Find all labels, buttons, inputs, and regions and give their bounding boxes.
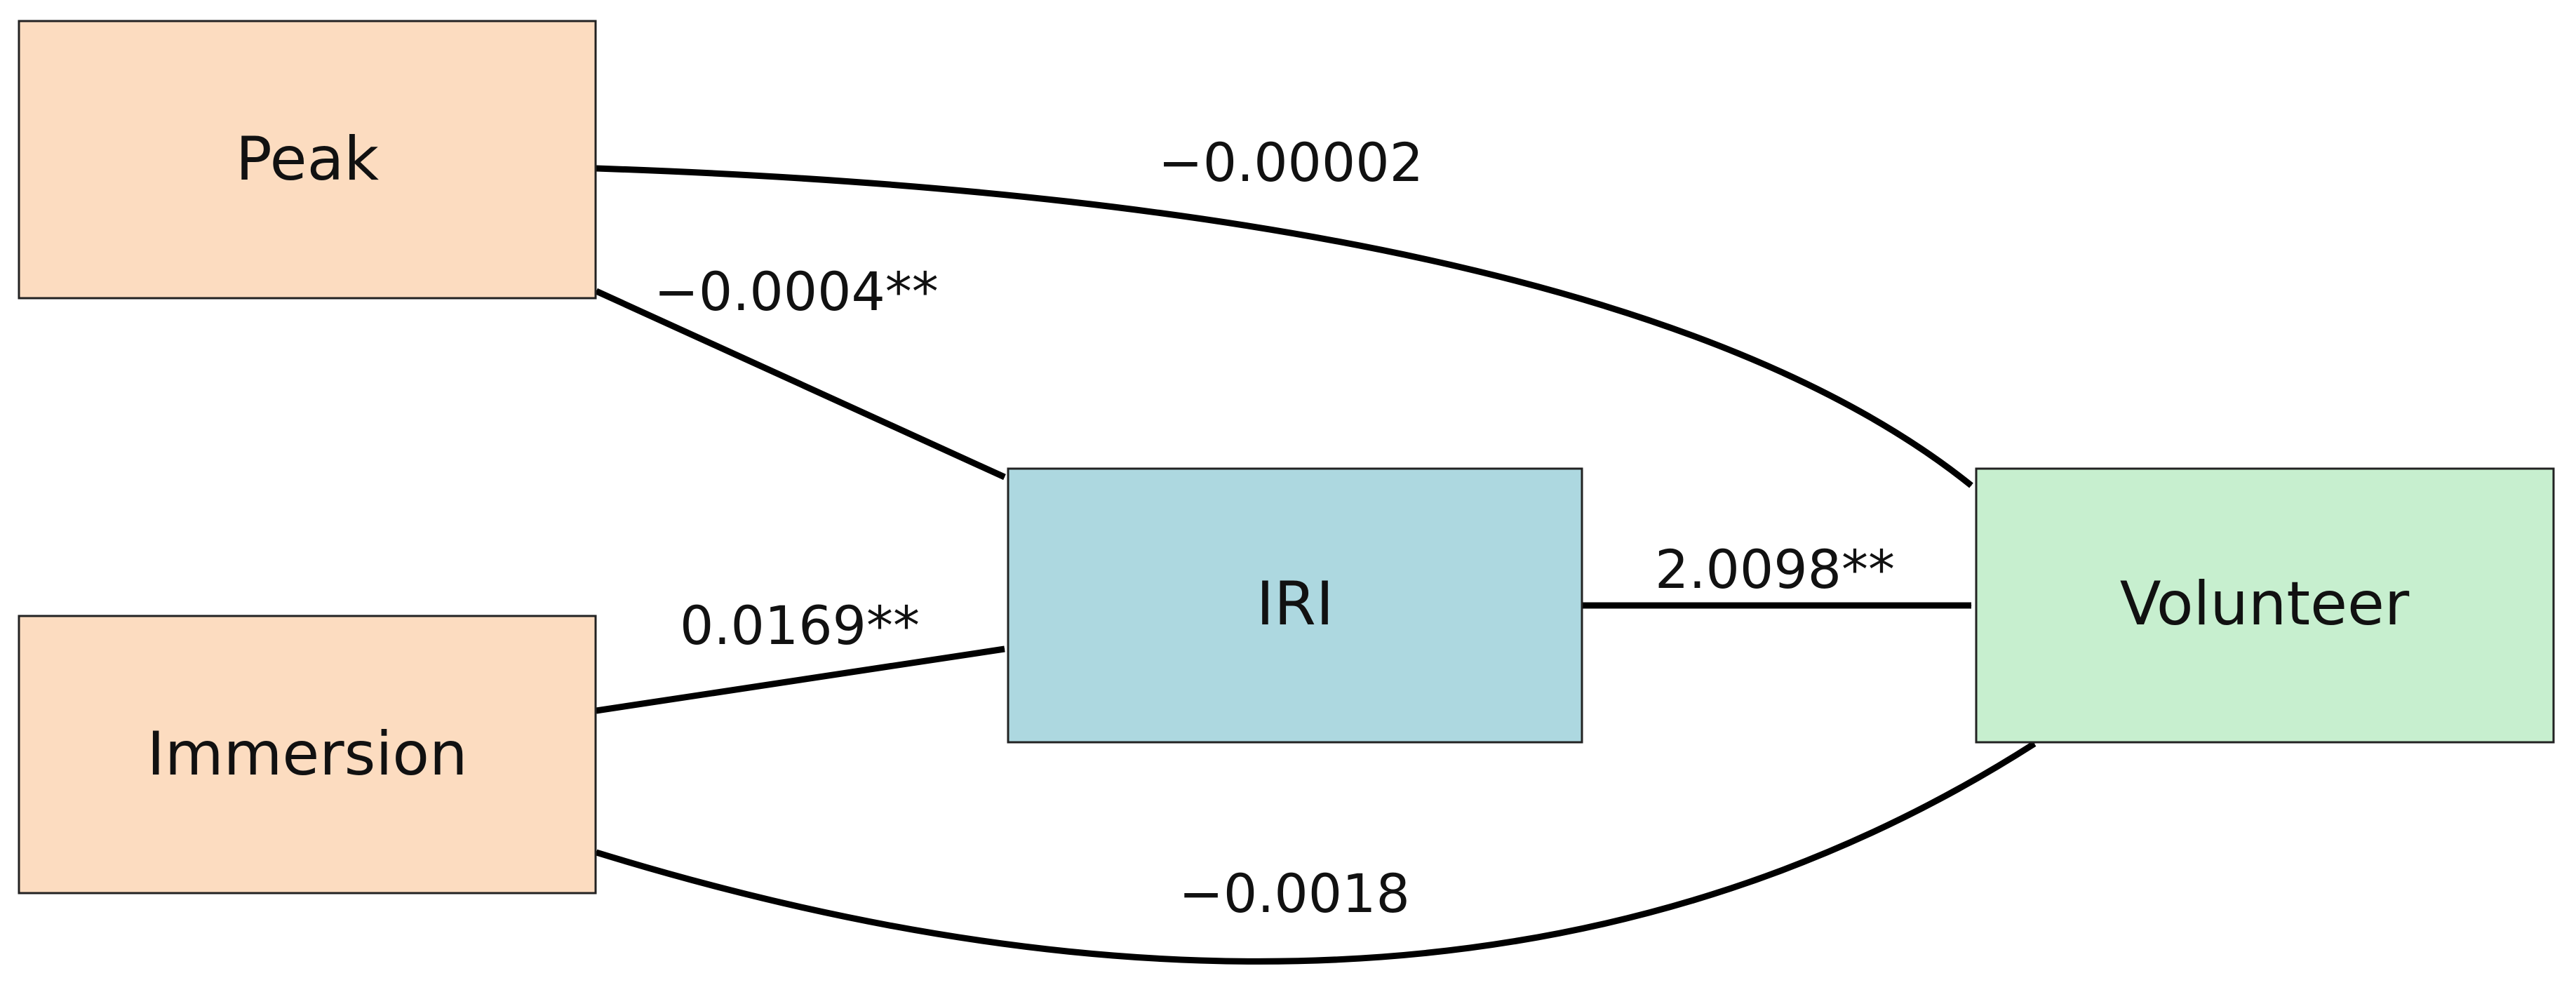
node-iri: IRI — [1007, 467, 1583, 744]
node-peak: Peak — [18, 20, 597, 300]
node-immersion-box — [18, 615, 597, 894]
edge-immersion-to-volunteer — [595, 741, 2037, 965]
edge-peak-to-iri — [595, 288, 1006, 481]
node-peak-label: Peak — [236, 124, 379, 194]
edge-immersion-to-iri — [596, 645, 1005, 714]
edge-label-iri-to-volunteer: 2.0098** — [1655, 538, 1895, 601]
edge-label-peak-to-iri: −0.0004** — [654, 260, 939, 323]
node-iri-box — [1007, 467, 1583, 744]
node-volunteer: Volunteer — [1975, 467, 2555, 744]
edge-label-immersion-to-iri: 0.0169** — [680, 594, 920, 657]
edge-peak-to-volunteer — [596, 165, 1973, 488]
edge-label-peak-to-volunteer: −0.00002 — [1158, 131, 1423, 194]
node-immersion: Immersion — [18, 615, 597, 894]
edge-labels: −0.00002 −0.0004** 0.0169** 2.0098** −0.… — [654, 131, 1895, 925]
node-immersion-label: Immersion — [147, 719, 467, 789]
node-volunteer-label: Volunteer — [2120, 569, 2410, 639]
edge-label-immersion-to-volunteer: −0.0018 — [1179, 862, 1410, 925]
edges — [595, 165, 2037, 965]
node-peak-box — [18, 20, 597, 300]
node-iri-label: IRI — [1256, 569, 1334, 639]
node-volunteer-box — [1975, 467, 2555, 744]
